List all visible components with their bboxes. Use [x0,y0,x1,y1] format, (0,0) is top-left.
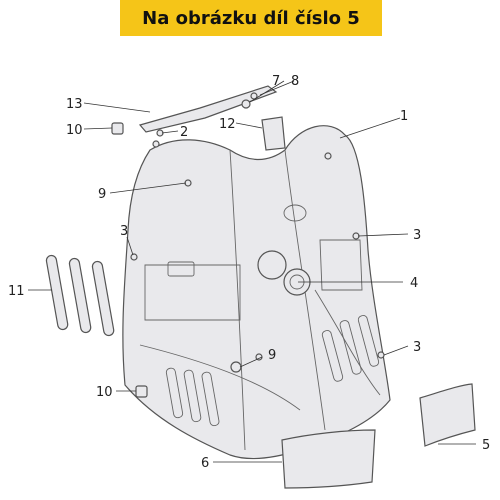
callout-9-top: 9 [98,187,106,202]
end-cap-part-6 [281,429,376,489]
callout-12: 12 [219,117,236,132]
callout-8: 8 [291,74,299,89]
bracket-part [261,116,286,151]
leader-lines [28,80,476,463]
leg-shield-part [122,125,391,460]
callout-9-bottom: 9 [268,348,276,363]
callout-6: 6 [201,456,209,471]
fasteners [111,92,385,398]
lock-ring-part [257,204,311,296]
callout-3-right-bottom: 3 [413,340,421,355]
callout-10-bottom: 10 [96,385,113,400]
callout-7: 7 [272,74,280,89]
callout-labels: 7 8 13 1 12 10 2 9 3 3 4 11 3 9 10 6 5 [8,74,490,471]
banner-text: Na obrázku díl číslo 5 [142,7,360,29]
top-trim-part [138,85,278,133]
callout-3-right-top: 3 [413,228,421,243]
callout-2: 2 [180,125,188,140]
callout-3-left: 3 [120,224,128,239]
callout-1: 1 [400,109,408,124]
callout-10-top: 10 [66,123,83,138]
grille-strips-part [45,254,115,337]
callout-5: 5 [482,438,490,453]
callout-13: 13 [66,97,83,112]
highlight-banner: Na obrázku díl číslo 5 [120,0,382,36]
end-cap-part-5 [419,383,476,447]
callout-4: 4 [410,276,418,291]
callout-11: 11 [8,284,25,299]
